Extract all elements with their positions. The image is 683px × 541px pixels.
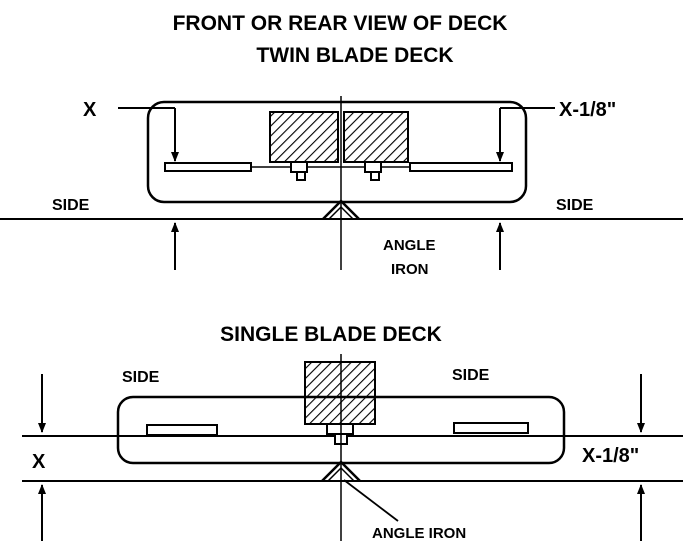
single-side-left: SIDE [122, 369, 160, 386]
single-side-right: SIDE [452, 367, 490, 384]
twin-blade-deck: X X-1/8" SIDE SIDE ANGLE IRON [0, 96, 683, 278]
twin-spindle-left [269, 111, 339, 163]
twin-side-left: SIDE [52, 197, 90, 214]
twin-side-right: SIDE [556, 197, 594, 214]
twin-angle-iron [322, 199, 360, 220]
twin-deck-housing [146, 100, 528, 204]
twin-blade-left [164, 162, 252, 172]
twin-blade-right [409, 162, 513, 172]
twin-x18-label: X-1/8" [559, 99, 616, 121]
single-x18-label: X-1/8" [582, 445, 639, 467]
single-title: SINGLE BLADE DECK [220, 323, 442, 346]
single-spindle [304, 361, 376, 425]
main-title-line2: TWIN BLADE DECK [256, 44, 453, 67]
twin-spindle-right [343, 111, 409, 163]
single-blade-right [453, 422, 529, 434]
single-blade-deck: SINGLE BLADE DECK SIDE SIDE X X-1/8" ANG… [22, 323, 683, 541]
twin-x-label: X [83, 99, 97, 121]
single-angle-iron [321, 460, 361, 482]
twin-angle-label-1: ANGLE [383, 237, 436, 254]
twin-angle-label-2: IRON [391, 261, 429, 278]
single-blade-left [146, 424, 218, 436]
single-x-label: X [32, 451, 46, 473]
main-title-line1: FRONT OR REAR VIEW OF DECK [173, 12, 508, 35]
single-angle-iron-label: ANGLE IRON [372, 525, 466, 541]
single-angle-iron-leader [343, 479, 399, 522]
